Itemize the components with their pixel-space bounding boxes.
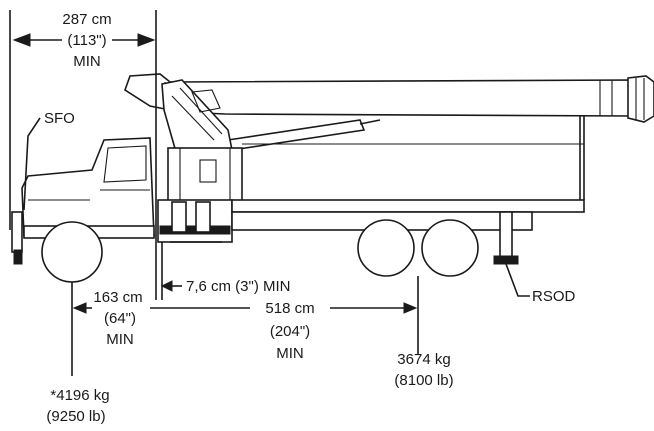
front-axle-weight-lb: (9250 lb) <box>46 408 105 425</box>
front-axle-spacing-inch: (64") <box>104 310 136 327</box>
front-outrigger <box>11 211 23 265</box>
gap-dimension: 7,6 cm (3") MIN <box>160 242 291 300</box>
front-axle-weight-kg: *4196 kg <box>50 387 109 404</box>
front-clearance-inch: (113") <box>67 32 106 49</box>
sfo-callout: SFO <box>23 110 75 211</box>
rear-wheel-1 <box>357 219 415 277</box>
truck-bed <box>242 116 585 200</box>
rear-axle-spacing-inch: (204") <box>270 323 310 340</box>
boom-lift-cylinder <box>226 119 381 151</box>
truck-cab <box>21 137 155 237</box>
turret-base <box>157 199 233 243</box>
gap-label: 7,6 cm (3") MIN <box>186 278 291 295</box>
mast <box>161 79 233 153</box>
front-axle-spacing-qualifier: MIN <box>106 331 134 348</box>
front-clearance-cm: 287 cm <box>62 11 111 28</box>
sfo-label: SFO <box>44 110 75 127</box>
rear-axle-weight: 3674 kg (8100 lb) <box>394 351 453 389</box>
axle-spacing-dimension: 163 cm (64") MIN 518 cm (204") MIN <box>71 276 419 376</box>
front-clearance-dimension: 287 cm (113") MIN <box>9 10 157 300</box>
turret <box>167 147 243 205</box>
rear-axle-spacing-qualifier: MIN <box>276 345 304 362</box>
front-wheel <box>41 221 103 283</box>
rear-outrigger <box>493 211 519 265</box>
rsod-callout: RSOD <box>505 263 576 305</box>
rsod-label: RSOD <box>532 288 576 305</box>
front-axle-spacing-cm: 163 cm <box>93 289 142 306</box>
rear-axle-spacing-cm: 518 cm <box>265 300 314 317</box>
front-clearance-qualifier: MIN <box>73 53 101 70</box>
rear-axle-weight-lb: (8100 lb) <box>394 372 453 389</box>
rear-wheel-2 <box>421 219 479 277</box>
front-axle-weight: *4196 kg (9250 lb) <box>46 387 109 425</box>
rear-axle-weight-kg: 3674 kg <box>397 351 450 368</box>
boom-tip <box>627 75 654 123</box>
